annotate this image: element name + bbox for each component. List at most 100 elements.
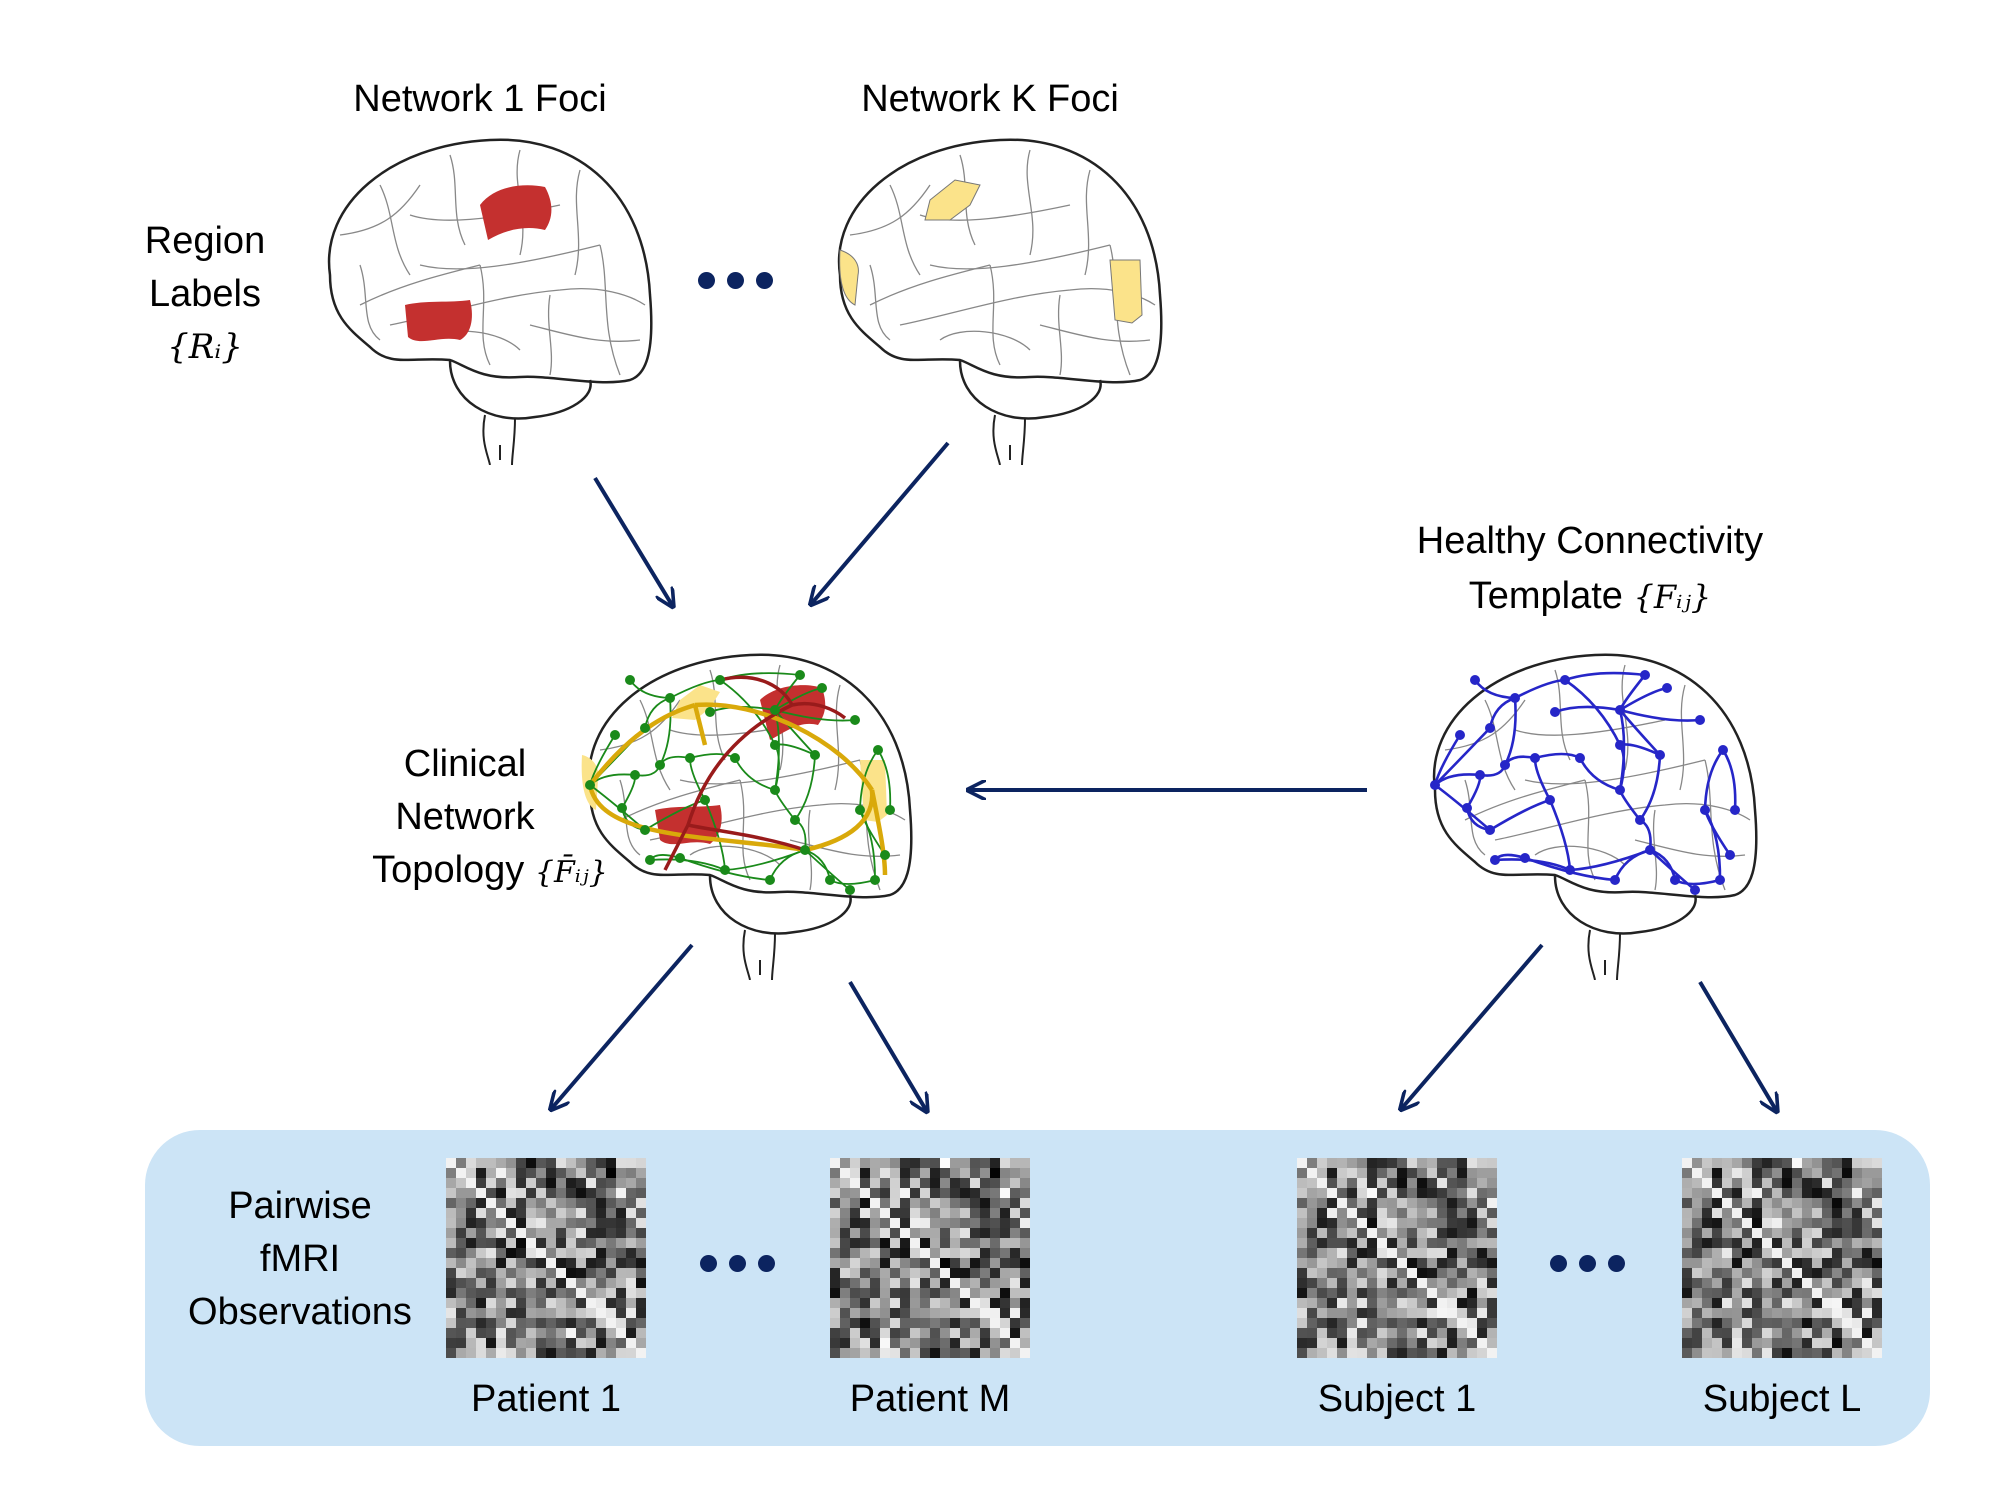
matrix-cell: [1377, 1158, 1387, 1168]
matrix-cell: [1742, 1218, 1752, 1228]
matrix-cell: [860, 1198, 870, 1208]
matrix-cell: [546, 1278, 556, 1288]
region-labels-line1: Region: [144, 220, 266, 262]
matrix-cell: [1437, 1318, 1447, 1328]
matrix-cell: [1010, 1208, 1020, 1218]
matrix-cell: [1682, 1178, 1692, 1188]
matrix-cell: [506, 1318, 516, 1328]
matrix-cell: [1732, 1298, 1742, 1308]
matrix-cell: [1752, 1208, 1762, 1218]
focus-edge: [692, 704, 708, 746]
matrix-cell: [1427, 1198, 1437, 1208]
matrix-cell: [636, 1348, 646, 1358]
matrix-cell: [1347, 1198, 1357, 1208]
matrix-cell: [1822, 1288, 1832, 1298]
matrix-cell: [860, 1308, 870, 1318]
matrix-cell: [1020, 1158, 1030, 1168]
matrix-cell: [1317, 1338, 1327, 1348]
matrix-cell: [1317, 1248, 1327, 1258]
matrix-cell: [1477, 1198, 1487, 1208]
matrix-cell: [900, 1318, 910, 1328]
matrix-cell: [1862, 1268, 1872, 1278]
matrix-cell: [1447, 1278, 1457, 1288]
matrix-cell: [1347, 1188, 1357, 1198]
matrix-cell: [1772, 1158, 1782, 1168]
matrix-cell: [456, 1268, 466, 1278]
matrix-cell: [596, 1318, 606, 1328]
matrix-cell: [1327, 1328, 1337, 1338]
matrix-cell: [616, 1268, 626, 1278]
matrix-caption: Patient M: [849, 1378, 1011, 1420]
matrix-cell: [1722, 1208, 1732, 1218]
matrix-cell: [586, 1168, 596, 1178]
network-edge: [859, 749, 879, 811]
matrix-cell: [1317, 1348, 1327, 1358]
matrix-cell: [830, 1318, 840, 1328]
network-node: [1520, 853, 1530, 863]
matrix-cell: [1842, 1158, 1852, 1168]
matrix-cell: [850, 1288, 860, 1298]
matrix-cell: [486, 1328, 496, 1338]
matrix-cell: [890, 1158, 900, 1168]
matrix-cell: [1297, 1348, 1307, 1358]
matrix-cell: [900, 1348, 910, 1358]
matrix-cell: [1397, 1218, 1407, 1228]
matrix-cell: [1692, 1248, 1702, 1258]
clinical-topology-label: Clinical Network Topology {F̄ᵢⱼ}: [345, 738, 635, 899]
matrix-cell: [1712, 1208, 1722, 1218]
matrix-cell: [1852, 1238, 1862, 1248]
matrix-cell: [1447, 1158, 1457, 1168]
matrix-cell: [636, 1318, 646, 1328]
matrix-cell: [1317, 1328, 1327, 1338]
matrix-cell: [546, 1328, 556, 1338]
matrix-cell: [1457, 1158, 1467, 1168]
matrix-cell: [850, 1208, 860, 1218]
matrix-cell: [516, 1168, 526, 1178]
matrix-cell: [566, 1168, 576, 1178]
matrix-cell: [830, 1338, 840, 1348]
matrix-cell: [476, 1338, 486, 1348]
matrix-cell: [606, 1228, 616, 1238]
network-node: [800, 845, 810, 855]
matrix-cell: [1417, 1348, 1427, 1358]
matrix-cell: [1702, 1268, 1712, 1278]
matrix-cell: [920, 1178, 930, 1188]
network-edge: [1703, 749, 1725, 811]
matrix-cell: [1427, 1338, 1437, 1348]
matrix-cell: [950, 1348, 960, 1358]
matrix-cell: [496, 1238, 506, 1248]
matrix-cell: [1852, 1208, 1862, 1218]
matrix-cell: [1762, 1168, 1772, 1178]
matrix-cell: [1297, 1298, 1307, 1308]
matrix-cell: [506, 1208, 516, 1218]
matrix-cell: [546, 1168, 556, 1178]
matrix-cell: [1692, 1318, 1702, 1328]
matrix-cell: [1742, 1228, 1752, 1238]
matrix-cell: [1872, 1208, 1882, 1218]
matrix-cell: [566, 1348, 576, 1358]
matrix-cell: [1852, 1198, 1862, 1208]
matrix-cell: [940, 1158, 950, 1168]
matrix-cell: [1742, 1168, 1752, 1178]
matrix-cell: [950, 1318, 960, 1328]
matrix-cell: [556, 1308, 566, 1318]
matrix-cell: [606, 1288, 616, 1298]
matrix-cell: [556, 1158, 566, 1168]
matrix-cell: [566, 1308, 576, 1318]
matrix-cell: [546, 1308, 556, 1318]
matrix-cell: [1682, 1238, 1692, 1248]
matrix-cell: [616, 1198, 626, 1208]
matrix-cell: [920, 1338, 930, 1348]
matrix-cell: [910, 1258, 920, 1268]
matrix-cell: [496, 1278, 506, 1288]
matrix-cell: [1712, 1238, 1722, 1248]
network-edge: [794, 754, 816, 821]
matrix-cell: [1782, 1238, 1792, 1248]
matrix-cell: [1702, 1188, 1712, 1198]
matrix-cell: [1407, 1178, 1417, 1188]
matrix-cell: [1357, 1168, 1367, 1178]
matrix-cell: [1872, 1308, 1882, 1318]
matrix-cell: [1852, 1298, 1862, 1308]
matrix-cell: [576, 1208, 586, 1218]
